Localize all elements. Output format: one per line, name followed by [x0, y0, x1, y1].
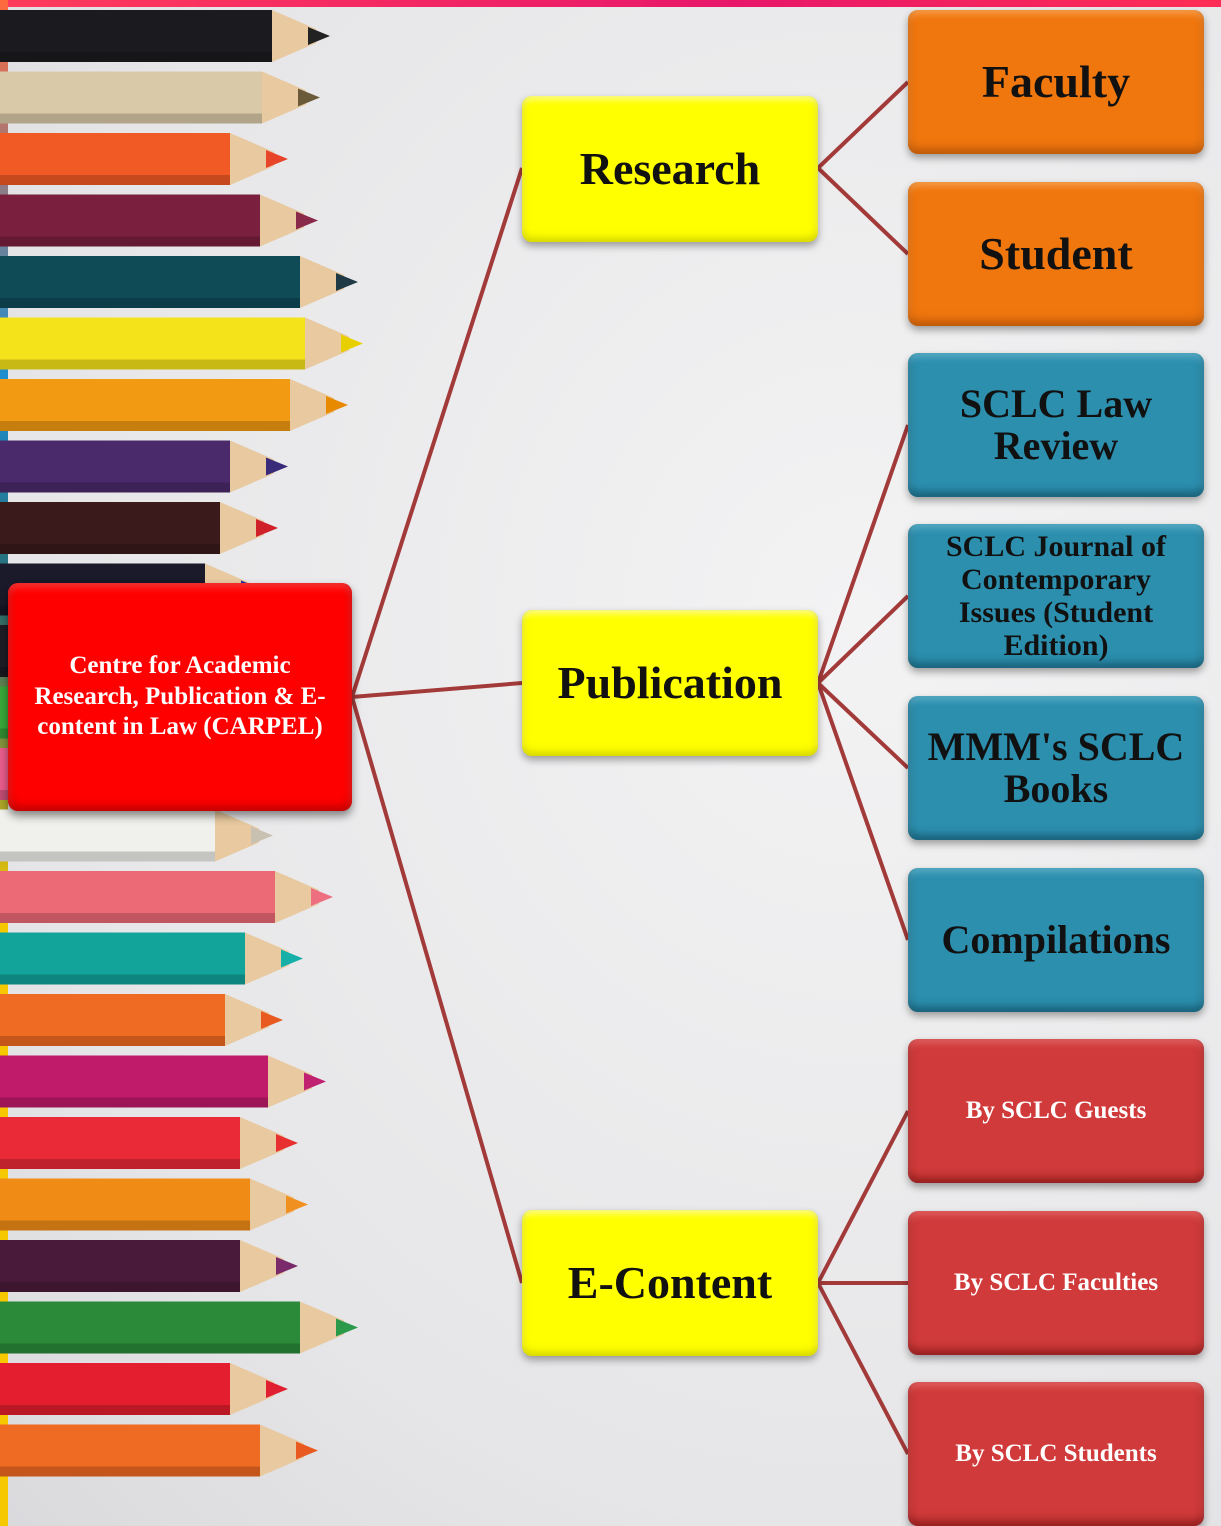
- leaf-label: Faculty: [981, 55, 1131, 107]
- leaf-sclc-journal: SCLC Journal of Contemporary Issues (Stu…: [908, 524, 1204, 668]
- category-publication: Publication: [522, 610, 818, 756]
- pencil: [0, 871, 333, 923]
- pencil: [0, 1424, 318, 1477]
- connector-econtent-students: [816, 1282, 910, 1455]
- root-node-carpel: Centre for Academic Research, Publicatio…: [8, 583, 352, 811]
- connector-research-faculty: [816, 80, 910, 170]
- leaf-label: Compilations: [941, 917, 1171, 962]
- pencil: [0, 71, 320, 124]
- connector-root-research: [350, 167, 524, 698]
- leaf-faculty: Faculty: [908, 10, 1204, 154]
- category-label: E-Content: [567, 1256, 773, 1308]
- pencil: [0, 317, 363, 370]
- leaf-label: By SCLC Guests: [965, 1096, 1147, 1124]
- pencil: [0, 994, 283, 1046]
- connector-publication-lawreview: [816, 424, 910, 684]
- top-accent-bar: [0, 0, 1221, 7]
- connector-econtent-guests: [816, 1110, 910, 1284]
- connector-research-student: [816, 166, 910, 256]
- connector-root-publication: [351, 681, 523, 699]
- connector-publication-compilations: [816, 682, 910, 941]
- category-research: Research: [522, 96, 818, 242]
- leaf-label: By SCLC Students: [955, 1439, 1157, 1467]
- pencil: [0, 379, 348, 431]
- leaf-label: SCLC Journal of Contemporary Issues (Stu…: [945, 530, 1167, 662]
- pencil: [0, 256, 358, 308]
- pencil: [0, 10, 330, 62]
- pencil: [0, 194, 318, 247]
- leaf-sclc-law-review: SCLC Law Review: [908, 353, 1204, 497]
- connector-root-econtent: [350, 696, 524, 1284]
- leaf-label: By SCLC Faculties: [953, 1268, 1159, 1296]
- pencil: [0, 502, 278, 554]
- connector-publication-journal: [816, 594, 910, 685]
- pencil: [0, 133, 288, 185]
- pencil: [0, 1240, 298, 1292]
- leaf-student: Student: [908, 182, 1204, 326]
- root-node-label: Centre for Academic Research, Publicatio…: [34, 652, 326, 741]
- pencil: [0, 809, 273, 862]
- connector-publication-books: [816, 681, 910, 770]
- leaf-label: MMM's SCLC Books: [927, 724, 1185, 811]
- leaf-mmm-sclc-books: MMM's SCLC Books: [908, 696, 1204, 840]
- pencil: [0, 1178, 308, 1231]
- leaf-compilations: Compilations: [908, 868, 1204, 1012]
- pencil: [0, 932, 303, 985]
- category-e-content: E-Content: [522, 1210, 818, 1356]
- category-label: Publication: [557, 656, 783, 708]
- leaf-label: SCLC Law Review: [959, 381, 1153, 468]
- leaf-by-sclc-faculties: By SCLC Faculties: [908, 1211, 1204, 1355]
- pencil: [0, 440, 288, 493]
- leaf-label: Student: [979, 227, 1133, 279]
- leaf-by-sclc-guests: By SCLC Guests: [908, 1039, 1204, 1183]
- pencil: [0, 1301, 358, 1354]
- category-label: Research: [579, 142, 761, 194]
- pencil: [0, 1363, 288, 1415]
- leaf-by-sclc-students: By SCLC Students: [908, 1382, 1204, 1526]
- pencil: [0, 1117, 298, 1169]
- pencil: [0, 1055, 326, 1108]
